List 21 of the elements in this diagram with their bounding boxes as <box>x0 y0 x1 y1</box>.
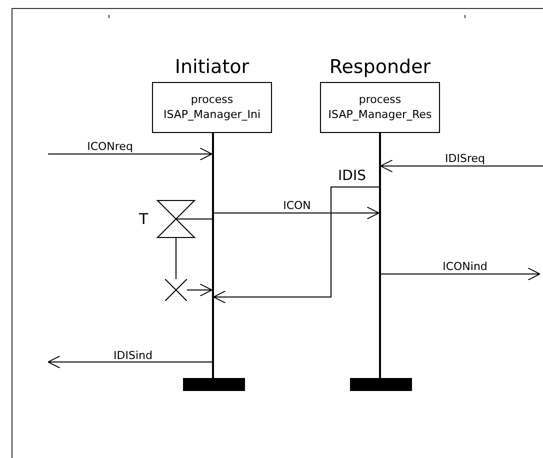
edge-label: IDISind <box>114 349 152 362</box>
instance-name: Responder <box>328 55 432 79</box>
process-box: process ISAP_Manager_Ini <box>152 82 272 133</box>
message-arrow <box>213 206 380 220</box>
edge-label: IDISreq <box>445 152 485 165</box>
instance-name: Initiator <box>174 55 250 79</box>
process-box: process ISAP_Manager_Res <box>320 82 440 133</box>
edge-label: ICONind <box>442 260 488 273</box>
timer-name: T <box>139 210 148 228</box>
edge-label: ICON <box>283 199 311 212</box>
message-arrow <box>380 268 540 280</box>
edge-label: IDIS <box>338 168 366 184</box>
message-arrow <box>48 148 212 160</box>
lifeline <box>212 133 214 378</box>
message-arrow <box>213 186 380 304</box>
message-arrow <box>380 160 543 172</box>
connector-line <box>194 218 212 220</box>
arrow <box>186 284 212 296</box>
edge-label: ICONreq <box>87 140 133 153</box>
message-arrow <box>48 356 212 368</box>
lifeline <box>379 133 380 378</box>
